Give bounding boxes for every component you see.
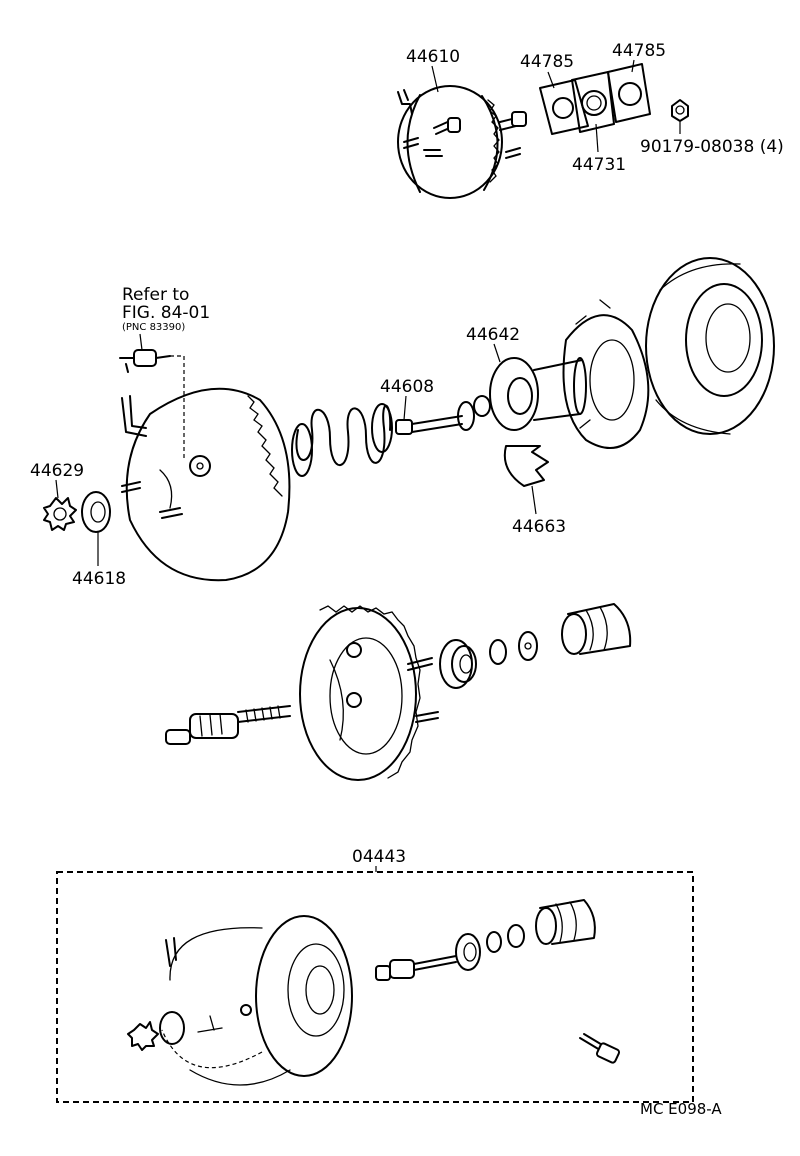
label-44608: 44608 [380,377,434,397]
kit-star-washer [127,1021,159,1051]
label-refer-line1: Refer to [122,285,189,305]
label-90179: 90179-08038 (4) [640,137,784,157]
kit-washer-1 [486,931,502,953]
label-44642: 44642 [466,325,520,345]
diaphragm-plate-44642 [489,357,587,431]
kit-clevis [579,1033,621,1064]
seal-44618 [81,491,111,533]
footer-diagram-code: MC E098-A [640,1100,722,1118]
diaphragm [562,299,650,449]
washer-lower-2 [518,631,538,661]
label-refer-line2: FIG. 84-01 [122,303,210,323]
booster-assembly-44610 [397,85,527,199]
rear-shell-lower [299,605,421,781]
front-shell [121,387,291,582]
star-washer-44629 [43,497,77,531]
kit-boundary-box [56,871,694,1103]
label-44663: 44663 [512,517,566,537]
kit-boot [535,899,596,945]
label-44618: 44618 [72,569,126,589]
label-04443: 04443 [352,847,406,867]
check-valve-refer [119,349,185,460]
push-rod-44608 [395,395,491,435]
gasket-44785-left [539,79,589,135]
output-rod-lower [165,705,291,745]
label-44785-left: 44785 [520,52,574,72]
washer-lower-1 [489,639,507,665]
label-44610: 44610 [406,47,460,67]
kit-washer-2 [507,924,525,948]
spring [291,403,393,477]
stud-lower-1 [407,657,433,671]
seal-lower [439,639,477,689]
retainer-clip-44663 [503,445,549,487]
kit-booster [161,915,353,1086]
gasket-44785-right [607,63,651,123]
label-44629: 44629 [30,461,84,481]
kit-seal [159,1011,185,1045]
stud-lower-2 [415,711,439,723]
label-44731: 44731 [572,155,626,175]
plate-44731 [571,71,615,133]
kit-rod [375,933,481,981]
rear-shell [645,257,775,435]
label-44785-right: 44785 [612,41,666,61]
label-refer-line3: (PNC 83390) [122,322,185,333]
nut-90179 [671,99,689,122]
boot-lower [561,603,632,655]
